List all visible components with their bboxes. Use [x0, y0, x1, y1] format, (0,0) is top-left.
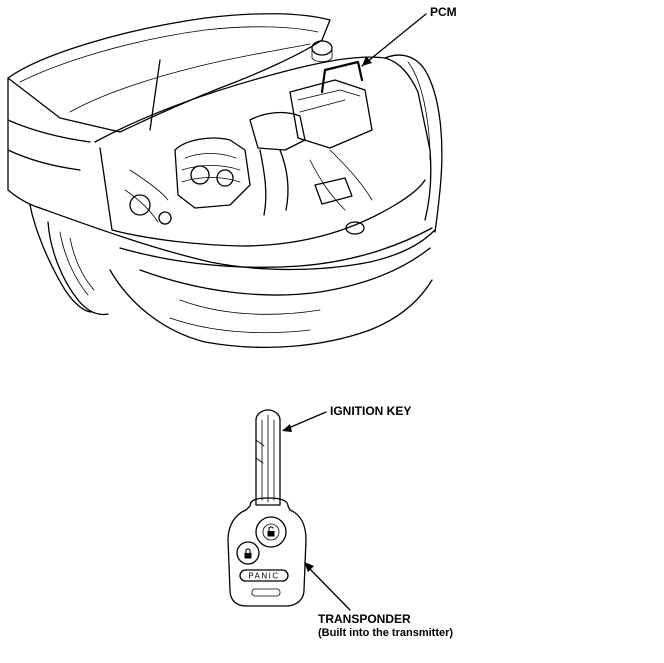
unlock-icon	[267, 526, 275, 537]
panic-button-label: PANIC	[248, 572, 279, 581]
ignition-key-label: IGNITION KEY	[330, 404, 412, 418]
pcm-leader-line	[361, 13, 427, 67]
lock-icon	[244, 548, 252, 559]
ignition-key-leader-line	[282, 411, 327, 432]
ignition-key-illustration: PANIC	[227, 409, 307, 607]
car-front-illustration	[7, 13, 443, 349]
transponder-note: (Built into the transmitter)	[318, 627, 454, 639]
transponder-label: TRANSPONDER	[318, 612, 411, 626]
transponder-leader-line	[304, 562, 351, 611]
pcm-label: PCM	[430, 5, 457, 19]
